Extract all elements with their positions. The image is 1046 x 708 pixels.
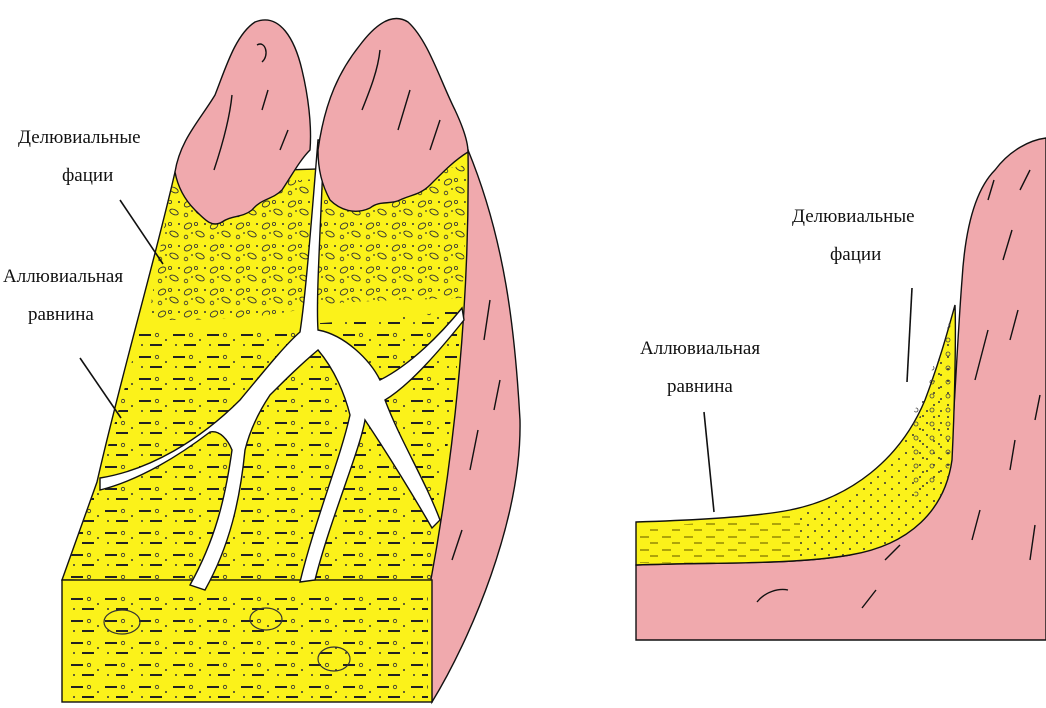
label-deluvial-facies-line2: фации [830, 244, 881, 265]
front-face-texture [66, 588, 428, 698]
label-deluvial-facies-line2: фации [62, 165, 113, 186]
leader-line-deluvial [907, 288, 912, 382]
label-alluvial-plain-line1: Аллювиальная [640, 338, 760, 359]
right-cross-section: Делювиальные фации Аллювиальная равнина [636, 138, 1046, 640]
leader-line-deluvial [120, 200, 163, 264]
leader-line-alluvial [704, 412, 714, 512]
label-deluvial-facies-line1: Делювиальные [792, 206, 915, 227]
left-block-diagram: Делювиальные фации Аллювиальная равнина [3, 19, 520, 702]
label-alluvial-plain-line2: равнина [28, 304, 94, 325]
label-deluvial-facies-line1: Делювиальные [18, 127, 141, 148]
leader-line-alluvial [80, 358, 121, 418]
deluvial-pebbles [910, 310, 953, 500]
label-alluvial-plain-line2: равнина [667, 376, 733, 397]
label-alluvial-plain-line1: Аллювиальная [3, 266, 123, 287]
